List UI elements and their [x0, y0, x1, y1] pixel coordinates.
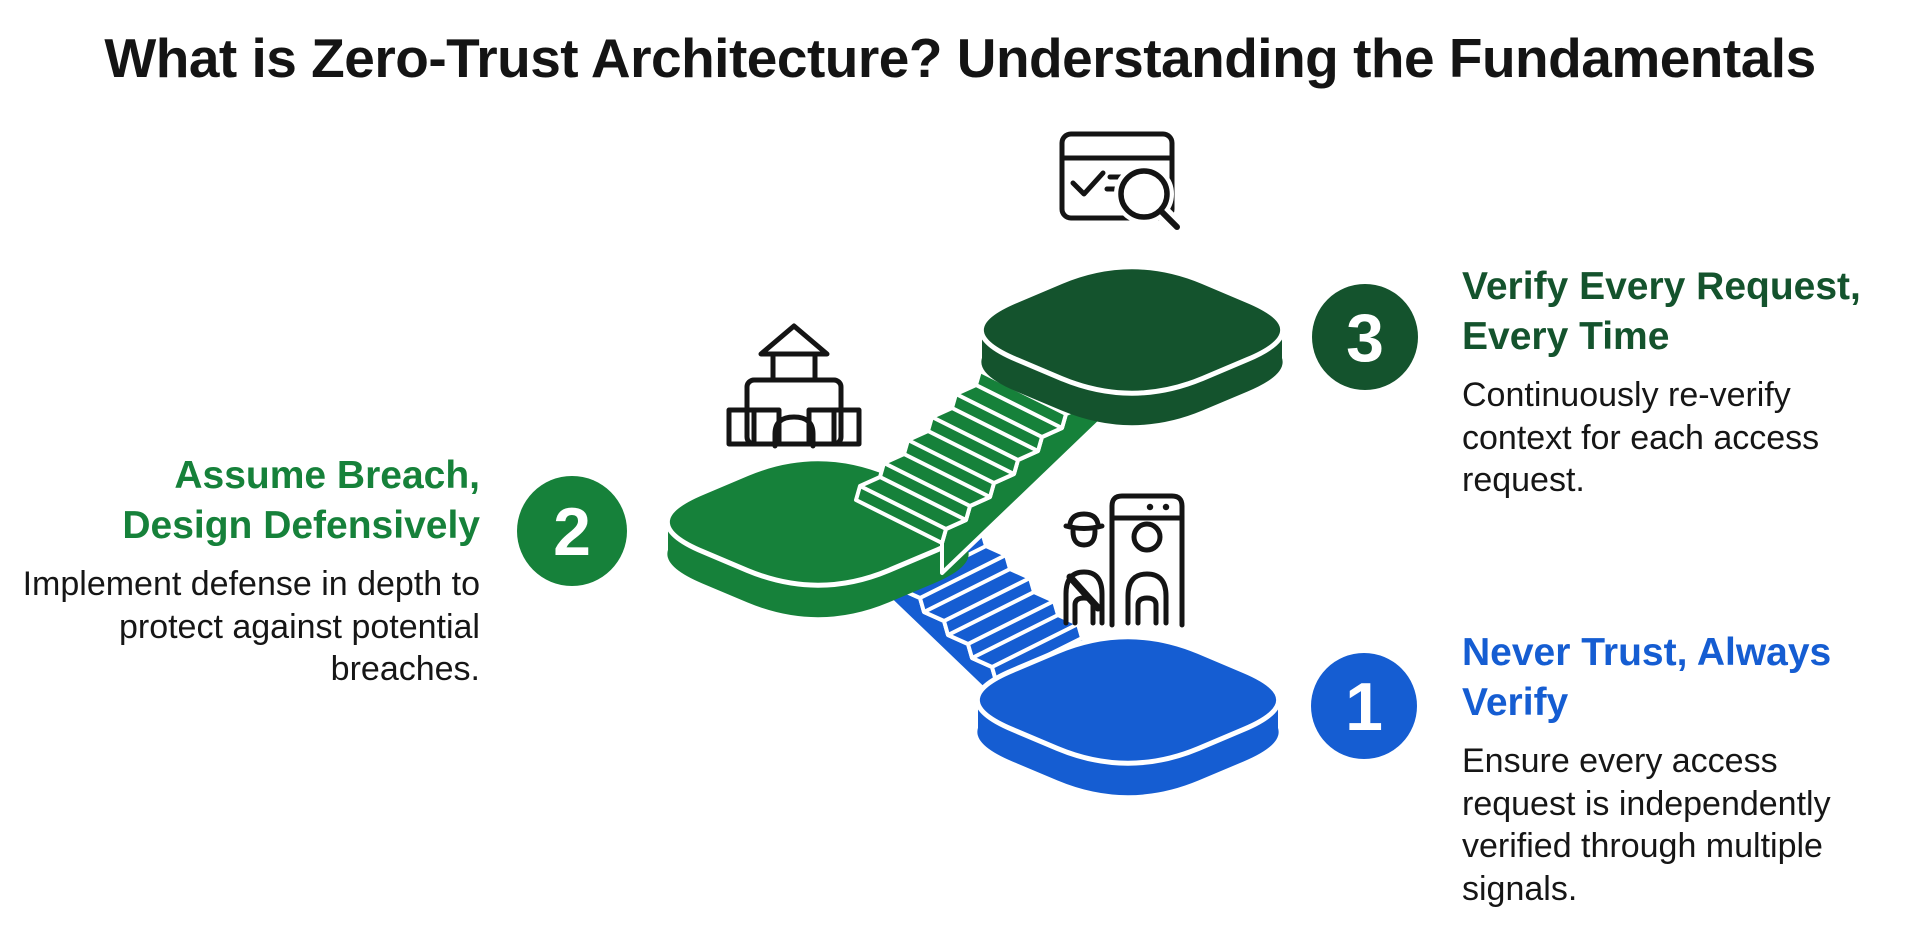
platform-step3: [981, 267, 1282, 426]
browser-verify-icon: [1059, 131, 1185, 235]
step3-text-block: Verify Every Request, Every Time Continu…: [1462, 262, 1894, 502]
step1-text-block: Never Trust, Always Verify Ensure every …: [1462, 628, 1894, 911]
step1-heading: Never Trust, Always Verify: [1462, 631, 1832, 724]
step2-description: Implement defense in depth to protect ag…: [22, 564, 480, 689]
platform-step1: [977, 637, 1278, 796]
security-checkpoint-icon: [1063, 493, 1185, 628]
step3-number-badge: 3: [1312, 284, 1418, 390]
step3-description: Continuously re-verify context for each …: [1462, 375, 1820, 500]
page-title: What is Zero-Trust Architecture? Underst…: [104, 27, 1816, 89]
step1-number-badge: 1: [1311, 653, 1417, 759]
svg-text:3: 3: [1346, 300, 1384, 376]
step1-description: Ensure every access request is independe…: [1462, 741, 1831, 909]
svg-text:2: 2: [553, 494, 591, 570]
castle-blocks-icon: [726, 323, 862, 449]
step2-number-badge: 2: [517, 476, 627, 586]
svg-text:1: 1: [1345, 669, 1383, 745]
step2-text-block: Assume Breach, Design Defensively Implem…: [0, 451, 480, 691]
step2-heading: Assume Breach, Design Defensively: [122, 454, 480, 547]
step3-heading: Verify Every Request, Every Time: [1462, 265, 1861, 358]
